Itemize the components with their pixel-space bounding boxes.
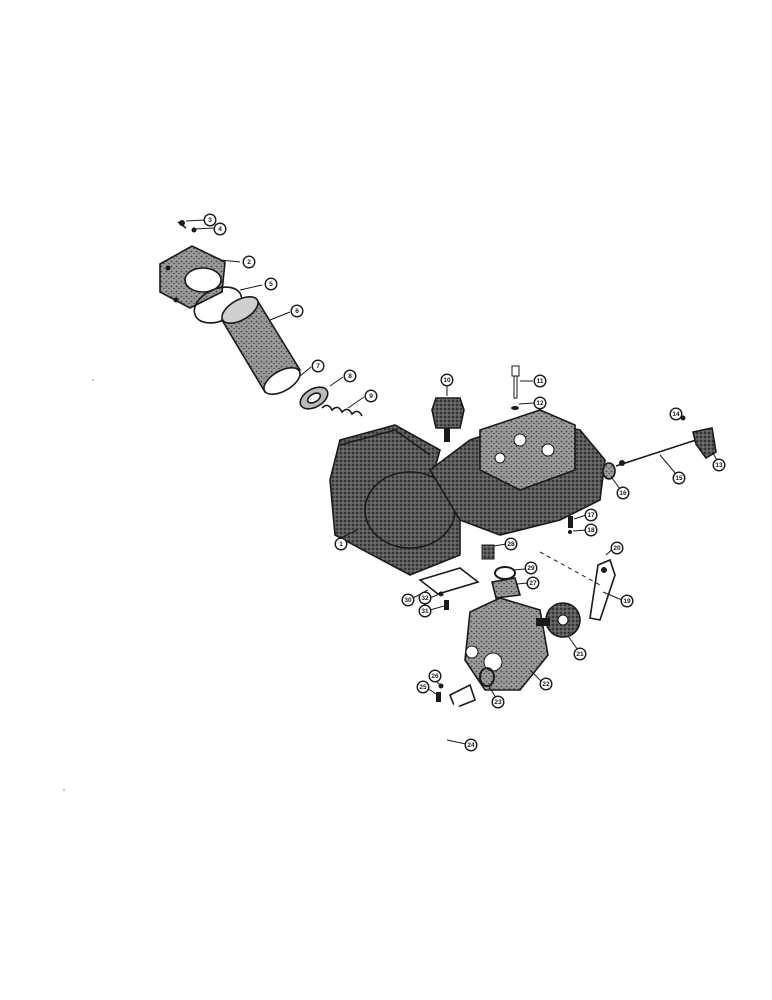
callout-number: 8	[348, 373, 352, 380]
pump-body	[464, 597, 550, 691]
callout-number: 32	[421, 595, 429, 602]
callout-number: 22	[542, 681, 550, 688]
ring-29	[494, 566, 516, 580]
callout-15: 15	[672, 471, 686, 485]
bolt-25	[436, 692, 441, 702]
callout-22: 22	[539, 677, 553, 691]
callout-number: 24	[467, 742, 475, 749]
callout-number: 18	[587, 527, 595, 534]
callout-8: 8	[343, 369, 357, 383]
callout-13: 13	[712, 458, 726, 472]
callout-number: 29	[527, 565, 535, 572]
callout-16: 16	[616, 486, 630, 500]
callout-number: 25	[419, 684, 427, 691]
callout-number: 3	[208, 217, 212, 224]
intake-pipe	[431, 683, 476, 786]
callout-number: 26	[431, 673, 439, 680]
callout-24: 24	[464, 738, 478, 752]
main-housing	[329, 424, 461, 576]
callout-3: 3	[203, 213, 217, 227]
callout-number: 20	[613, 545, 621, 552]
callout-number: 5	[269, 281, 273, 288]
callout-25: 25	[416, 680, 430, 694]
bolt-11	[511, 365, 520, 410]
callout-number: 6	[295, 308, 299, 315]
nut-28	[481, 544, 495, 560]
callout-number: 17	[587, 512, 595, 519]
lever	[589, 558, 616, 621]
callout-29: 29	[524, 561, 538, 575]
valve-body	[428, 409, 606, 536]
callout-17: 17	[584, 508, 598, 522]
callout-number: 4	[218, 226, 222, 233]
callout-5: 5	[264, 277, 278, 291]
callout-number: 19	[623, 598, 631, 605]
callout-20: 20	[610, 541, 624, 555]
callout-number: 16	[619, 490, 627, 497]
callout-number: 31	[421, 608, 429, 615]
callout-number: 23	[494, 699, 502, 706]
callout-number: 2	[247, 259, 251, 266]
callout-28: 28	[504, 537, 518, 551]
callout-number: 10	[443, 377, 451, 384]
control-rod	[602, 415, 717, 480]
callout-14: 14	[669, 407, 683, 421]
gear	[545, 602, 581, 638]
callout-number: 12	[536, 400, 544, 407]
callout-19: 19	[620, 594, 634, 608]
stray-dot	[63, 789, 65, 791]
callout-10: 10	[440, 373, 454, 387]
callout-number: 11	[537, 378, 544, 385]
callout-1: 1	[334, 537, 348, 551]
callout-2: 2	[242, 255, 256, 269]
callout-23: 23	[491, 695, 505, 709]
callout-number: 15	[675, 475, 683, 482]
plug-17	[568, 516, 573, 534]
callout-number: 14	[672, 411, 680, 418]
callout-6: 6	[290, 304, 304, 318]
callout-30: 30	[401, 593, 415, 607]
cylinder	[220, 295, 302, 396]
callout-number: 21	[576, 651, 584, 658]
callout-number: 28	[507, 541, 515, 548]
callout-18: 18	[584, 523, 598, 537]
callout-number: 9	[369, 393, 373, 400]
callout-31: 31	[418, 604, 432, 618]
callout-number: 1	[339, 541, 343, 548]
callout-number: 7	[316, 363, 320, 370]
gasket	[418, 567, 480, 595]
coupling-27	[491, 577, 522, 599]
callout-11: 11	[533, 374, 547, 388]
stray-dot	[92, 379, 94, 381]
callout-number: 30	[404, 597, 412, 604]
o-ring-23	[479, 667, 495, 687]
callout-26: 26	[428, 669, 442, 683]
callout-9: 9	[364, 389, 378, 403]
piston-and-spring	[299, 386, 363, 417]
callout-12: 12	[533, 396, 547, 410]
callout-7: 7	[311, 359, 325, 373]
breather-cap	[431, 397, 465, 442]
callout-number: 27	[529, 580, 537, 587]
callout-21: 21	[573, 647, 587, 661]
screw-32	[438, 591, 444, 597]
callout-27: 27	[526, 576, 540, 590]
callout-32: 32	[418, 591, 432, 605]
callout-number: 13	[715, 462, 723, 469]
callout-4: 4	[213, 222, 227, 236]
screw-31	[444, 600, 449, 610]
